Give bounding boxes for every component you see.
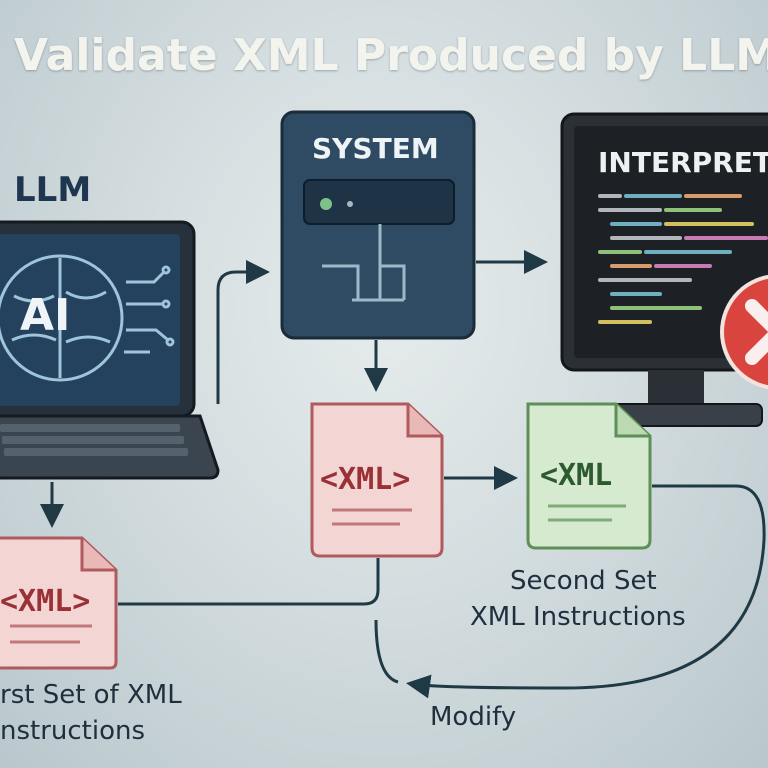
page-title: Validate XML Produced by LLMs: [14, 30, 768, 81]
keyboard: [0, 424, 188, 456]
xml-document-system: [310, 402, 444, 558]
modify-loop-tail: [374, 619, 399, 684]
second-set-caption-line1: Second Set: [510, 566, 657, 596]
modify-loop: [406, 484, 766, 699]
xml-tag-system: <XML>: [320, 462, 411, 497]
circuit-lines: [322, 224, 406, 302]
xml-document-first: [0, 536, 118, 670]
first-set-caption-line2: nstructions: [0, 716, 146, 746]
error-x-icon: [720, 274, 768, 390]
first-set-caption-line1: rst Set of XML: [0, 680, 182, 710]
xml-tag-first: <XML>: [0, 584, 91, 619]
xml-document-second: [526, 402, 652, 550]
interpreter-monitor: [560, 112, 768, 427]
second-set-caption-line2: XML Instructions: [470, 602, 686, 632]
system-server: [280, 110, 476, 340]
arrow-llm-to-system: [216, 260, 270, 404]
code-lines: [598, 194, 768, 324]
xml-tag-second: <XML: [540, 458, 613, 493]
interpreter-label: INTERPRET: [598, 146, 768, 179]
modify-label: Modify: [430, 702, 517, 732]
system-label: SYSTEM: [312, 132, 439, 165]
flow-arrows: [40, 250, 766, 699]
line-first-set-to-system-doc: [118, 558, 380, 606]
ai-screen-text: AI: [20, 290, 71, 341]
llm-laptop: [0, 220, 220, 480]
llm-label: LLM: [14, 170, 92, 210]
brain-icon: [0, 254, 175, 382]
status-led: [320, 198, 332, 210]
